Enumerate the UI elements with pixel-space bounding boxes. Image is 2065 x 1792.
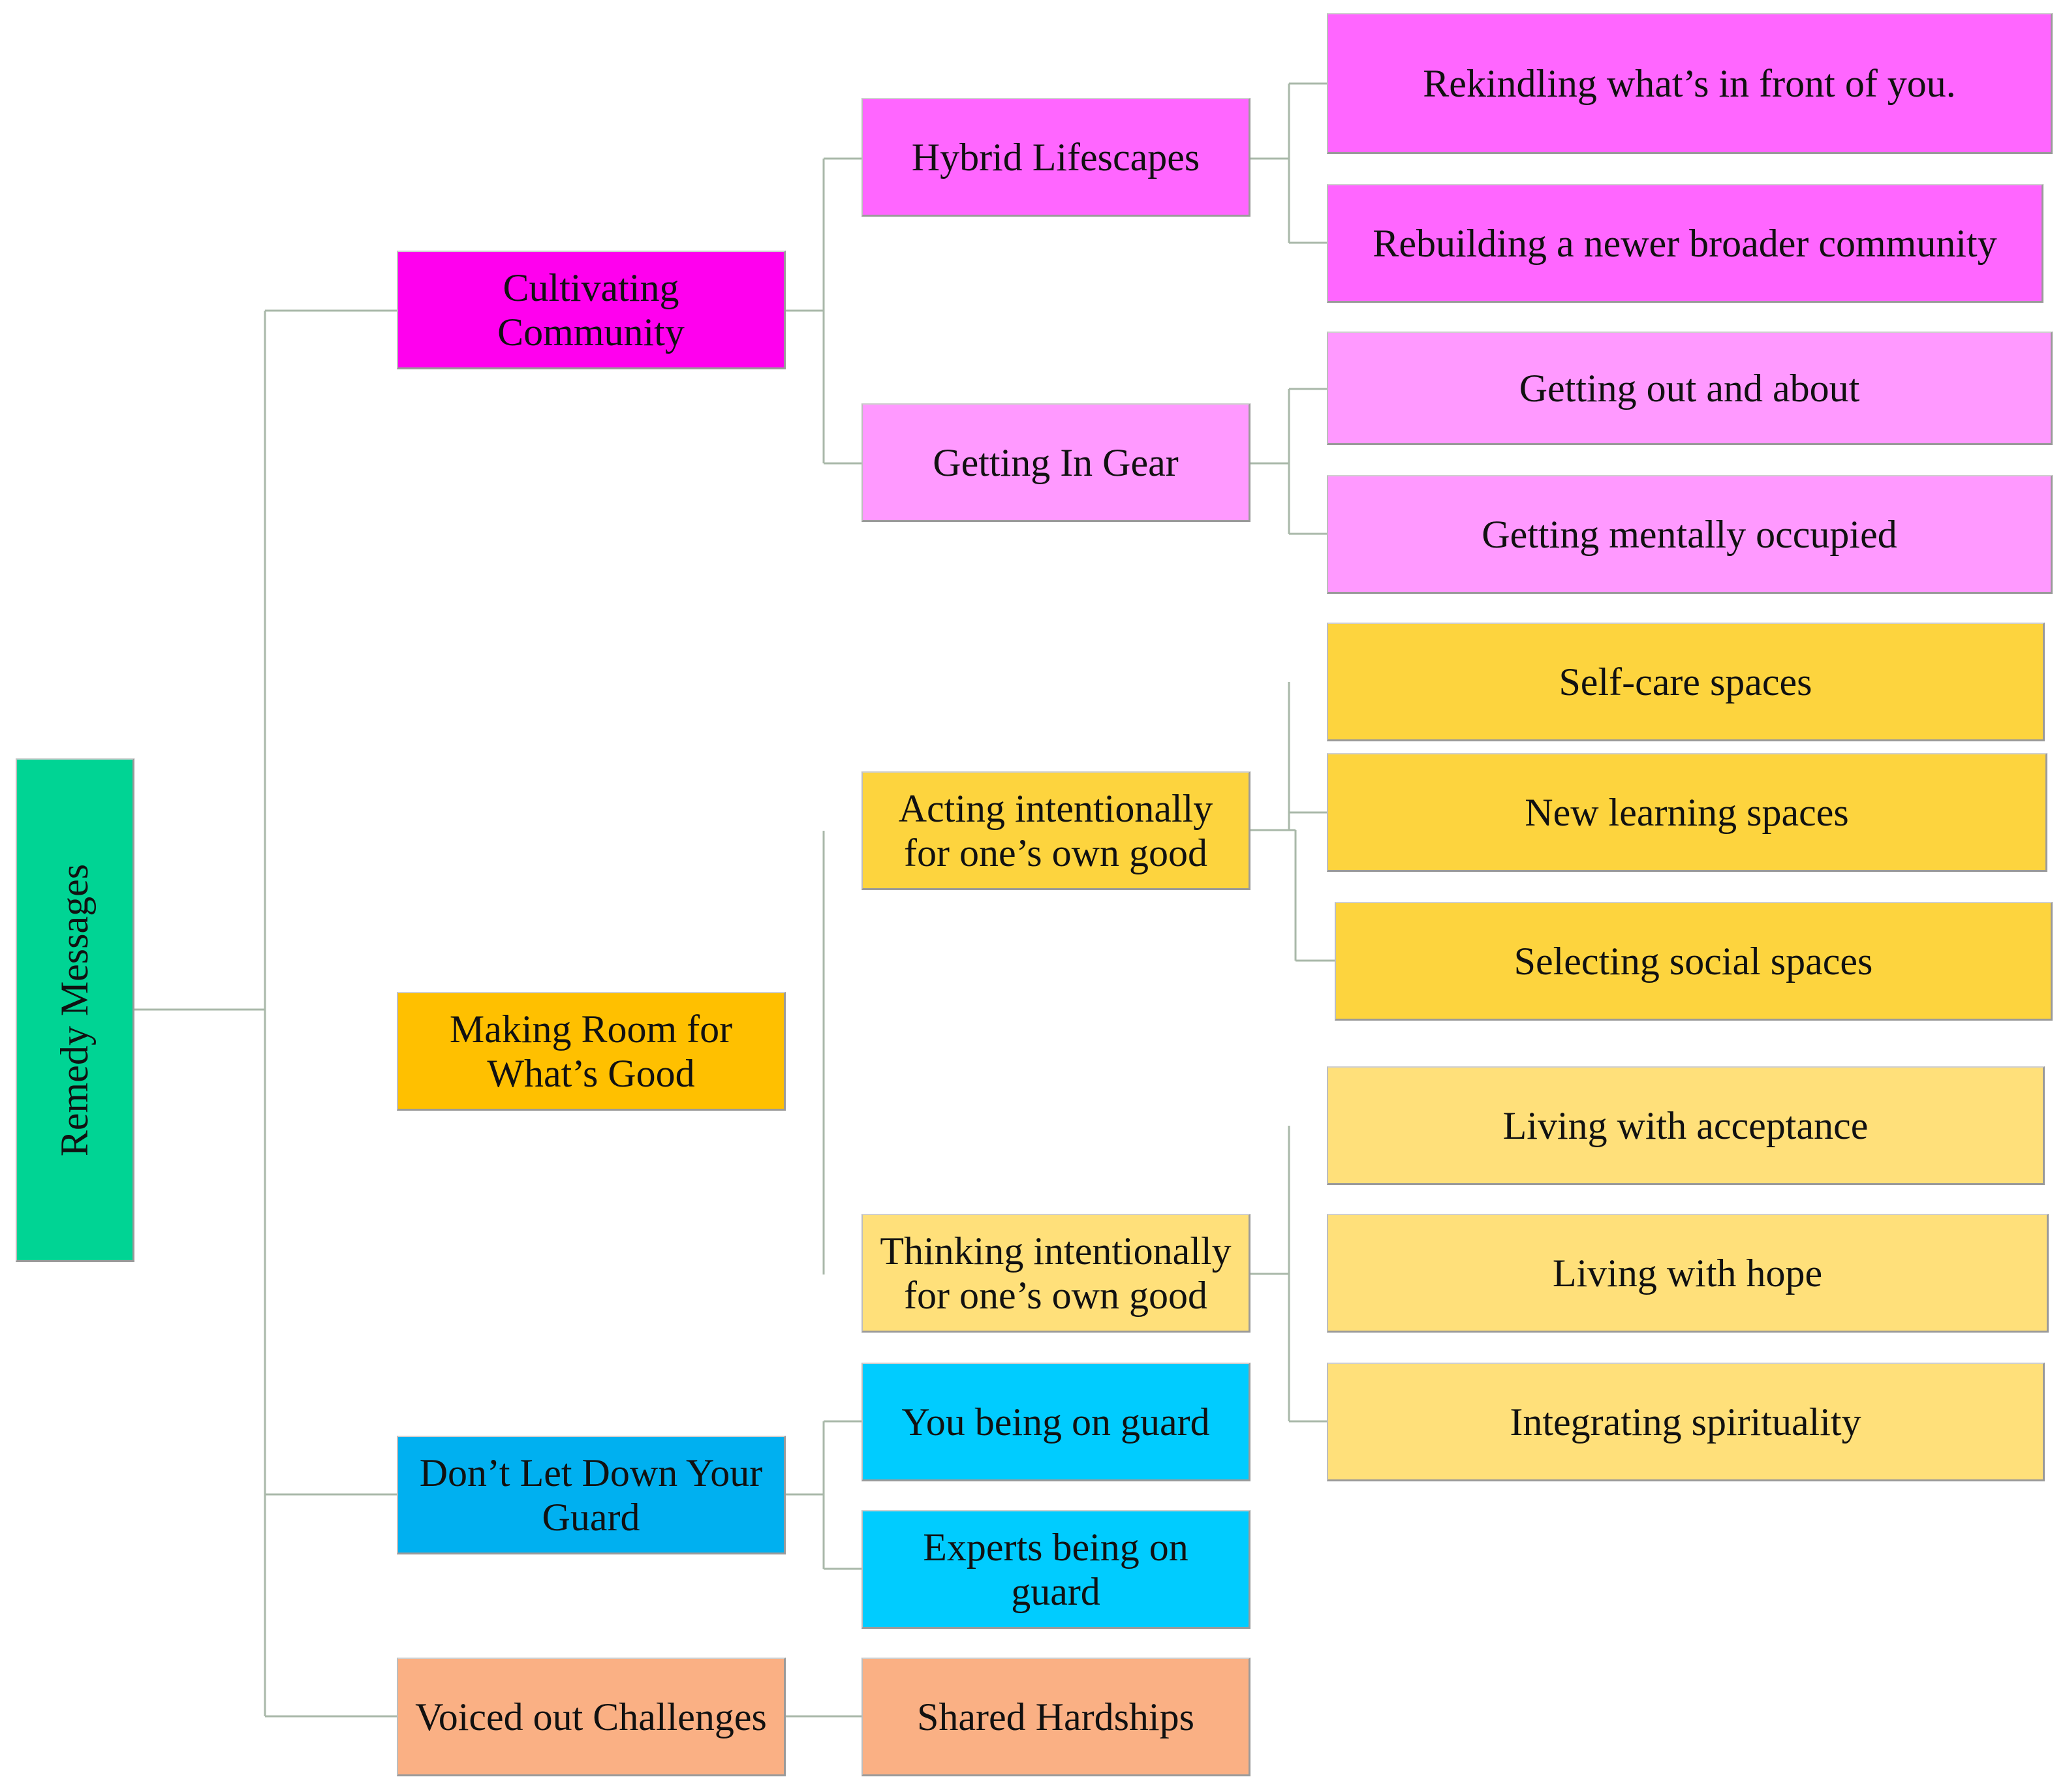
leaf-rebuilding-community: Rebuilding a newer broader community xyxy=(1327,184,2043,303)
leaf-label: Selecting social spaces xyxy=(1514,939,1873,983)
subtheme-label: Getting In Gear xyxy=(933,440,1179,484)
leaf-label: Self-care spaces xyxy=(1559,660,1812,703)
subtheme-label: Hybrid Lifescapes xyxy=(911,135,1200,179)
category-voiced-out-challenges: Voiced out Challenges xyxy=(397,1658,786,1776)
subtheme-hybrid-lifescapes: Hybrid Lifescapes xyxy=(862,98,1250,217)
leaf-new-learning-spaces: New learning spaces xyxy=(1327,753,2047,872)
leaf-living-with-hope: Living with hope xyxy=(1327,1214,2049,1333)
root-node: Remedy Messages xyxy=(16,758,134,1262)
category-label: Cultivating Community xyxy=(497,266,685,354)
subtheme-label: Thinking intentionally for one’s own goo… xyxy=(880,1229,1232,1317)
subtheme-acting-intentionally: Acting intentionally for one’s own good xyxy=(862,771,1250,890)
leaf-selecting-social-spaces: Selecting social spaces xyxy=(1335,902,2053,1021)
leaf-getting-mentally-occupied: Getting mentally occupied xyxy=(1327,475,2053,594)
leaf-rekindling: Rekindling what’s in front of you. xyxy=(1327,13,2053,154)
category-making-room-for-whats-good: Making Room for What’s Good xyxy=(397,992,786,1111)
leaf-label: Rekindling what’s in front of you. xyxy=(1423,61,1956,105)
subtheme-label: Acting intentionally for one’s own good xyxy=(898,786,1213,874)
category-label: Don’t Let Down Your Guard xyxy=(419,1451,763,1539)
subtheme-experts-being-on-guard: Experts being on guard xyxy=(862,1510,1250,1629)
category-cultivating-community: Cultivating Community xyxy=(397,251,786,369)
leaf-label: Rebuilding a newer broader community xyxy=(1373,221,1997,265)
subtheme-getting-in-gear: Getting In Gear xyxy=(862,403,1250,522)
leaf-label: New learning spaces xyxy=(1525,790,1849,834)
root-label: Remedy Messages xyxy=(53,863,97,1156)
subtheme-you-being-on-guard: You being on guard xyxy=(862,1363,1250,1481)
subtheme-label: Experts being on guard xyxy=(923,1525,1188,1613)
category-label: Making Room for What’s Good xyxy=(449,1007,733,1095)
leaf-living-with-acceptance: Living with acceptance xyxy=(1327,1066,2045,1185)
leaf-label: Getting mentally occupied xyxy=(1482,512,1897,556)
subtheme-thinking-intentionally: Thinking intentionally for one’s own goo… xyxy=(862,1214,1250,1333)
leaf-getting-out-and-about: Getting out and about xyxy=(1327,332,2053,445)
subtheme-label: You being on guard xyxy=(901,1400,1210,1444)
leaf-label: Integrating spirituality xyxy=(1510,1400,1861,1444)
leaf-label: Living with hope xyxy=(1552,1251,1823,1295)
category-dont-let-down-your-guard: Don’t Let Down Your Guard xyxy=(397,1436,786,1554)
subtheme-shared-hardships: Shared Hardships xyxy=(862,1658,1250,1776)
leaf-label: Living with acceptance xyxy=(1502,1104,1869,1147)
leaf-self-care-spaces: Self-care spaces xyxy=(1327,623,2045,741)
subtheme-label: Shared Hardships xyxy=(917,1695,1194,1738)
leaf-label: Getting out and about xyxy=(1519,366,1860,410)
leaf-integrating-spirituality: Integrating spirituality xyxy=(1327,1363,2045,1481)
category-label: Voiced out Challenges xyxy=(415,1695,767,1738)
